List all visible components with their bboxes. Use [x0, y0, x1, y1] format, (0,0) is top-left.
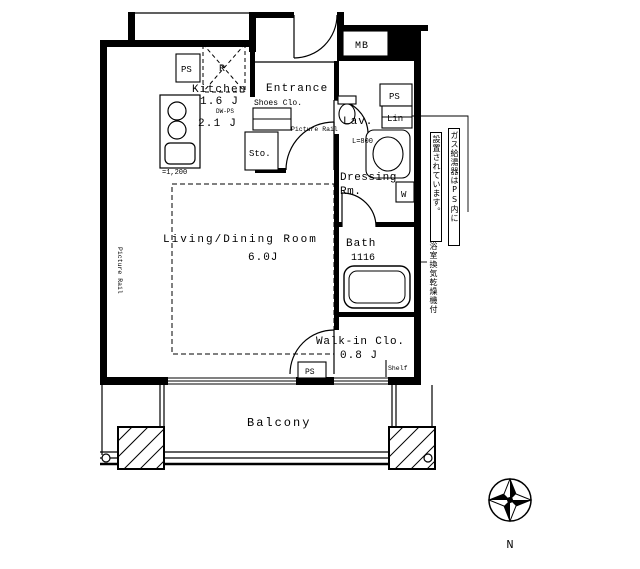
- balcony-windows: [168, 377, 388, 385]
- bath-label: Bath: [346, 238, 376, 250]
- counter-width-label: =1,200: [162, 169, 187, 177]
- burner-icon: [167, 101, 187, 121]
- note-water-heater-line1: ガス給湯器はPS内に: [448, 128, 460, 246]
- kitchen-size2-label: 2.1 J: [198, 118, 237, 130]
- living-room-label: Living/Dining Room: [163, 234, 318, 246]
- pipe-space-label-bottom: PS: [305, 368, 315, 377]
- refrigerator-space: [202, 43, 246, 93]
- kitchen-label: Kitchen: [192, 84, 247, 96]
- kitchen-size-label: 1.6 J: [200, 96, 239, 108]
- linen-label: Lin: [387, 114, 403, 124]
- toilet: [337, 95, 357, 125]
- pipe-space-box: [175, 53, 201, 83]
- pipe-space-box: [297, 361, 327, 379]
- balcony-pier-hatch: [117, 426, 436, 470]
- dressing-label-line1: Dressing: [340, 172, 397, 184]
- dw-ps-label: DW-PS: [216, 108, 234, 115]
- meter-box-label: MB: [355, 41, 369, 52]
- bathtub: [343, 265, 411, 309]
- shoes-closet-label: Shoes Clo.: [254, 99, 302, 108]
- burner-icon: [167, 120, 187, 140]
- shelf-label: Shelf: [388, 365, 408, 372]
- dropped-ceiling-outline: [171, 183, 335, 355]
- storage-label: Sto.: [249, 149, 271, 159]
- washer-label: W: [401, 190, 407, 200]
- hall-door-arc: [285, 121, 335, 171]
- wash-basin: [365, 129, 411, 179]
- storage-box: [244, 131, 279, 171]
- balcony-drain-icon: [101, 453, 433, 463]
- compass-icon: [487, 477, 533, 523]
- bath-size-label: 1116: [351, 253, 375, 264]
- pipe-space-label-kitchen: PS: [181, 65, 192, 75]
- balcony-label: Balcony: [247, 416, 311, 430]
- bath-door-arc: [341, 192, 377, 228]
- refrigerator-label: R: [219, 64, 225, 75]
- pipe-space-label-lav: PS: [389, 92, 400, 102]
- kitchen-counter: [159, 94, 201, 169]
- entrance-door-arc: [293, 14, 338, 59]
- meter-box: [342, 30, 389, 57]
- picture-rail-label-living: Picture Rail: [116, 247, 123, 294]
- kitchen-sink: [164, 142, 196, 165]
- washer-space: [395, 181, 415, 203]
- north-label: N: [506, 538, 513, 552]
- closet-door-arc: [289, 329, 335, 375]
- note-water-heater-line2: 設置されています。: [430, 132, 442, 242]
- service-boxes: [175, 30, 413, 379]
- dressing-label-line2: Rm.: [340, 186, 361, 198]
- living-size-label: 6.0J: [248, 252, 278, 264]
- lavatory-label: Lav.: [343, 116, 373, 128]
- picture-rail-label-hall: Picture Rail: [291, 126, 338, 133]
- walk-in-closet-label: Walk-in Clo.: [316, 336, 405, 348]
- annotation-lines: [412, 115, 469, 263]
- exterior-walls: [100, 12, 428, 385]
- vanity-width-label: L=800: [352, 138, 373, 146]
- entrance-label: Entrance: [266, 83, 328, 95]
- walk-in-closet-size-label: 0.8 J: [340, 350, 378, 362]
- note-bath-dryer: 浴室換気乾燥機付: [429, 242, 438, 314]
